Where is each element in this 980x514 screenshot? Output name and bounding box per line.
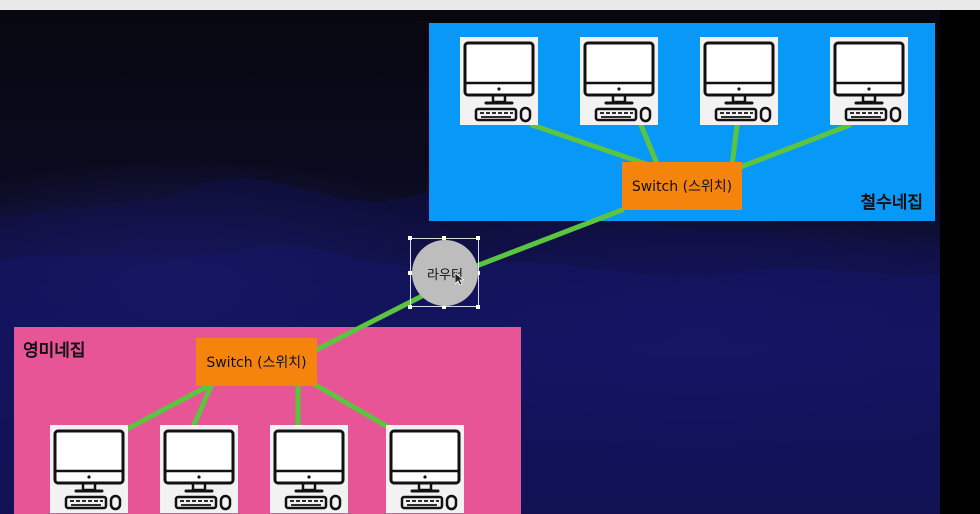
selection-handle[interactable]	[408, 236, 412, 240]
selection-handle[interactable]	[442, 305, 446, 309]
link-chulsoo-pc3	[729, 122, 740, 169]
chulsoo-computer-1[interactable]	[460, 37, 538, 125]
youngmi-computer-1[interactable]	[50, 425, 128, 513]
youngmi-computer-2[interactable]	[160, 425, 238, 513]
diagram-canvas: 철수네집 영미네집 Switch (스위치) Switch (스위치) 라우터	[0, 10, 940, 514]
selection-handle[interactable]	[442, 236, 446, 240]
youngmi-house-label: 영미네집	[23, 341, 86, 361]
chulsoo-house-label: 철수네집	[860, 193, 923, 213]
chulsoo-computer-4[interactable]	[830, 37, 908, 125]
router-node[interactable]: 라우터	[412, 240, 478, 306]
link-switch-top-router	[463, 207, 625, 273]
mouse-pointer-icon	[455, 273, 465, 285]
youngmi-computer-4[interactable]	[386, 425, 464, 513]
selection-handle[interactable]	[476, 236, 480, 240]
selection-handle[interactable]	[476, 271, 480, 275]
link-youngmi-pc4	[311, 381, 403, 437]
youngmi-switch[interactable]: Switch (스위치)	[196, 338, 317, 386]
selection-handle[interactable]	[476, 305, 480, 309]
link-youngmi-pc1	[115, 381, 215, 437]
window-top-bar	[0, 0, 980, 10]
network-links	[115, 122, 853, 437]
selection-handle[interactable]	[408, 305, 412, 309]
link-router-switch-bottom	[313, 289, 433, 353]
window-right-edge	[940, 10, 980, 514]
link-chulsoo-pc4	[735, 122, 853, 171]
chulsoo-computer-2[interactable]	[580, 37, 658, 125]
selection-handle[interactable]	[408, 271, 412, 275]
link-chulsoo-pc2	[638, 122, 661, 169]
youngmi-computer-3[interactable]	[270, 425, 348, 513]
link-chulsoo-pc1	[529, 122, 655, 169]
chulsoo-computer-3[interactable]	[700, 37, 778, 125]
chulsoo-switch[interactable]: Switch (스위치)	[622, 162, 742, 210]
